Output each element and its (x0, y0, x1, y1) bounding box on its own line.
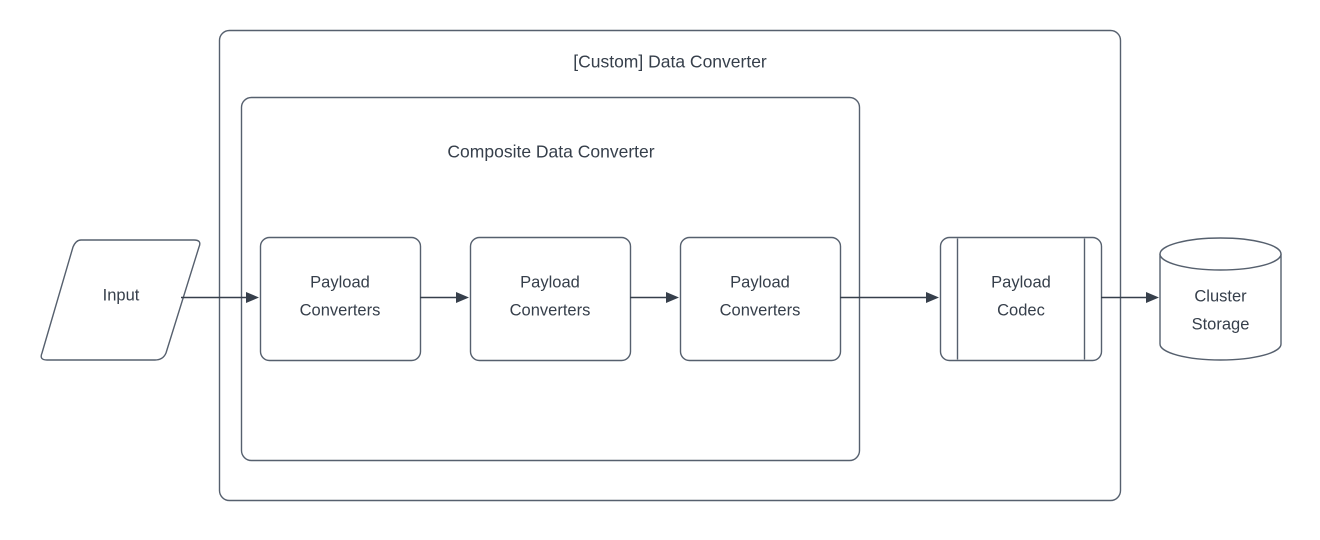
edge-input-to-payload-converters-1 (181, 292, 259, 303)
node-payload-converters-3-shape[interactable] (679, 236, 842, 362)
node-payload-codec-label-line2: Codec (997, 301, 1045, 319)
node-payload-converters-3[interactable]: Payload Converters (679, 236, 842, 362)
node-cluster-storage-label-line1: Cluster (1194, 287, 1247, 305)
node-payload-codec[interactable]: Payload Codec (939, 236, 1103, 362)
edge-payload-converters-3-to-payload-codec-arrowhead (926, 292, 939, 303)
edge-input-to-payload-converters-1-arrowhead (246, 292, 259, 303)
node-payload-converters-1-label-line2: Converters (300, 301, 381, 319)
node-payload-converters-3-label-line2: Converters (720, 301, 801, 319)
node-payload-converters-3-label-line1: Payload (730, 273, 790, 291)
node-payload-codec-shape[interactable] (939, 236, 1103, 362)
node-cluster-storage-label-line2: Storage (1192, 315, 1250, 333)
node-payload-converters-1-label-line1: Payload (310, 273, 370, 291)
node-cluster-storage-body[interactable] (1159, 253, 1282, 361)
node-cluster-storage-top (1159, 237, 1282, 271)
node-input-label: Input (103, 286, 140, 304)
edge-payload-codec-to-cluster-storage-arrowhead (1146, 292, 1159, 303)
container-custom-data-converter-label: [Custom] Data Converter (573, 52, 767, 72)
edge-payload-converters-2-to-payload-converters-3-arrowhead (666, 292, 679, 303)
node-payload-converters-2[interactable]: Payload Converters (469, 236, 632, 362)
node-payload-converters-2-label-line1: Payload (520, 273, 580, 291)
node-payload-converters-1[interactable]: Payload Converters (259, 236, 422, 362)
edge-payload-converters-2-to-payload-converters-3 (630, 292, 679, 303)
node-payload-converters-2-label-line2: Converters (510, 301, 591, 319)
node-input-shape[interactable] (40, 239, 201, 361)
node-payload-codec-label-line1: Payload (991, 273, 1051, 291)
node-input[interactable]: Input (40, 239, 201, 361)
edge-payload-converters-1-to-payload-converters-2 (420, 292, 469, 303)
container-composite-data-converter-label: Composite Data Converter (447, 142, 654, 162)
node-payload-converters-1-shape[interactable] (259, 236, 422, 362)
node-cluster-storage[interactable]: Cluster Storage (1159, 237, 1282, 361)
node-payload-converters-2-shape[interactable] (469, 236, 632, 362)
edge-payload-converters-1-to-payload-converters-2-arrowhead (456, 292, 469, 303)
edge-payload-converters-3-to-payload-codec (840, 292, 939, 303)
edge-payload-codec-to-cluster-storage (1101, 292, 1159, 303)
